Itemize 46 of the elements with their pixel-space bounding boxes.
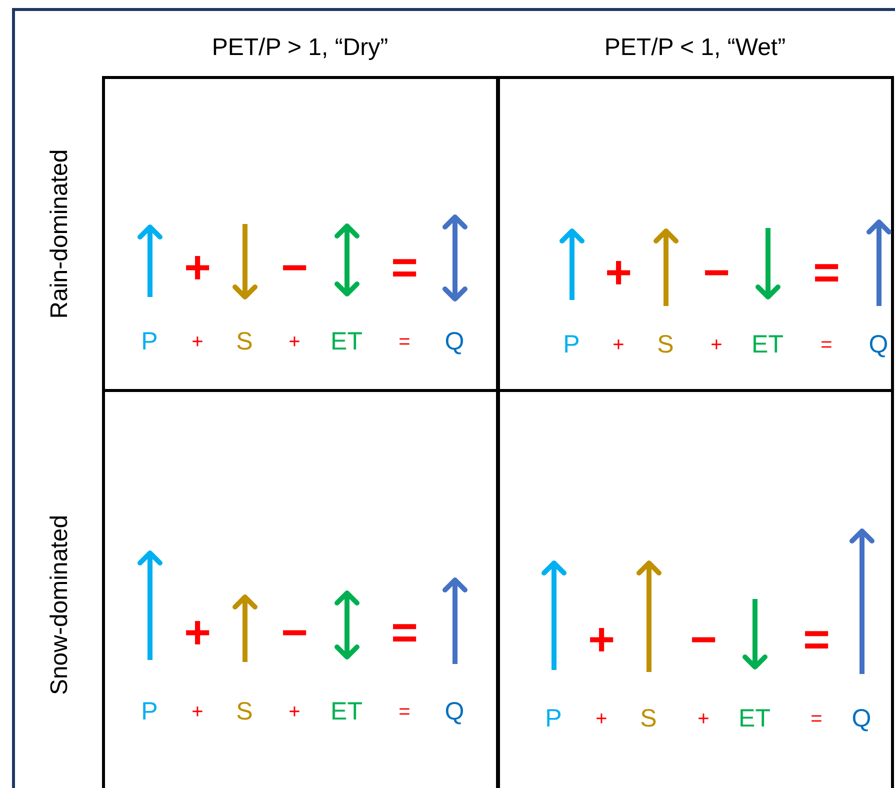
equation-term: ET	[330, 699, 362, 724]
equation-term: ET	[738, 706, 770, 731]
operator-symbol: +	[184, 244, 211, 290]
column-header: PET/P < 1, “Wet”	[604, 33, 786, 63]
operator-symbol: +	[588, 616, 615, 662]
equation-term: +	[596, 708, 608, 728]
operator-symbol: +	[605, 248, 632, 294]
equation-term: =	[398, 702, 410, 722]
equation-term: +	[192, 332, 204, 352]
equation-term: S	[236, 699, 253, 724]
operator-symbol: −	[703, 248, 730, 294]
equation-term: S	[640, 706, 657, 731]
equation-term: P	[545, 706, 562, 731]
equation-term: +	[288, 702, 300, 722]
equation-term: =	[810, 708, 822, 728]
row-header: Rain-dominated	[45, 149, 74, 319]
operator-symbol: +	[184, 608, 211, 654]
equation-term: Q	[444, 329, 464, 354]
equation-term: +	[710, 334, 722, 354]
equation-term: P	[563, 332, 580, 357]
equation-term: ET	[330, 329, 362, 354]
equation-term: S	[236, 329, 253, 354]
operator-symbol: −	[281, 608, 308, 654]
equation-term: Q	[852, 706, 872, 731]
equation-term: ET	[752, 332, 784, 357]
row-header: Snow-dominated	[45, 514, 74, 696]
equation-term: =	[398, 332, 410, 352]
equation-term: +	[612, 334, 624, 354]
operator-symbol: =	[391, 244, 418, 290]
equation-term: Q	[444, 699, 464, 724]
grid-cell	[102, 76, 500, 392]
equation-term: +	[192, 702, 204, 722]
operator-symbol: =	[813, 248, 840, 294]
equation-term: S	[657, 332, 674, 357]
equation-term: P	[141, 329, 158, 354]
equation-term: P	[141, 699, 158, 724]
equation-term: Q	[868, 332, 888, 357]
equation-term: =	[820, 334, 832, 354]
operator-symbol: −	[281, 244, 308, 290]
column-header: PET/P > 1, “Dry”	[212, 33, 388, 63]
equation-term: +	[698, 708, 710, 728]
operator-symbol: −	[690, 616, 717, 662]
equation-term: +	[288, 332, 300, 352]
operator-symbol: =	[391, 608, 418, 654]
operator-symbol: =	[803, 616, 830, 662]
grid-cell	[496, 76, 894, 392]
